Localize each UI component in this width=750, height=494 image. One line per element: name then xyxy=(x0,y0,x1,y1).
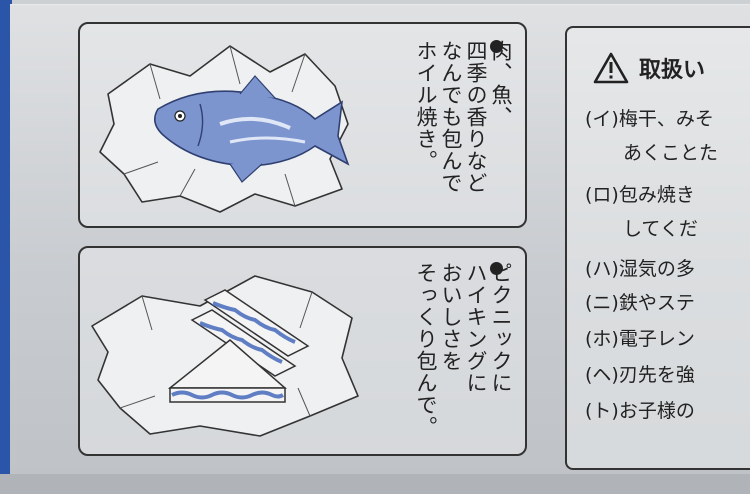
caution-item: (ハ)湿気の多 xyxy=(585,258,695,280)
caption-line: おいしさを xyxy=(439,262,463,372)
fish-foil-panel: 肉、魚、 四季の香りなど なんでも包んで ホイル焼き。 xyxy=(78,22,527,228)
caution-title: 取扱い xyxy=(639,58,706,83)
caption-line: 四季の香りなど xyxy=(464,40,488,194)
box-bottom-edge xyxy=(0,474,750,494)
fish-foil-caption: 肉、魚、 四季の香りなど なんでも包んで ホイル焼き。 xyxy=(413,40,513,220)
caption-line: ホイル焼き。 xyxy=(414,40,438,172)
caution-item: (ト)お子様の xyxy=(585,400,695,422)
caution-item: (ロ)包み焼き xyxy=(585,184,695,206)
box-blue-edge xyxy=(0,0,12,494)
caption-line: そっくり包んで。 xyxy=(414,262,438,438)
caution-item: (ヘ)刃先を強 xyxy=(585,364,695,386)
caution-header: 取扱い xyxy=(593,48,705,88)
bullet-dot xyxy=(490,262,503,275)
bullet-dot xyxy=(490,40,503,53)
warning-triangle-icon xyxy=(593,52,629,84)
caution-item: (イ)梅干、みそ xyxy=(585,108,714,130)
sandwich-foil-panel: ピクニックに ハイキングに おいしさを そっくり包んで。 xyxy=(78,246,527,456)
caution-item: (ニ)鉄やステ xyxy=(585,292,695,314)
caption-line: 肉、魚、 xyxy=(489,40,513,128)
caution-item: (ホ)電子レン xyxy=(585,328,695,350)
handling-caution-panel: 取扱い (イ)梅干、みそ あくことた (ロ)包み焼き してくだ (ハ)湿気の多 … xyxy=(565,26,750,470)
caution-item-continuation: してくだ xyxy=(623,218,698,240)
caption-line: ハイキングに xyxy=(464,262,488,394)
caution-item-continuation: あくことた xyxy=(623,142,719,164)
caption-line: なんでも包んで xyxy=(439,40,463,194)
caption-line: ピクニックに xyxy=(489,262,513,394)
sandwich-in-foil-illustration xyxy=(91,275,359,437)
fish-in-foil-illustration xyxy=(99,45,350,213)
sandwich-foil-caption: ピクニックに ハイキングに おいしさを そっくり包んで。 xyxy=(413,262,513,450)
